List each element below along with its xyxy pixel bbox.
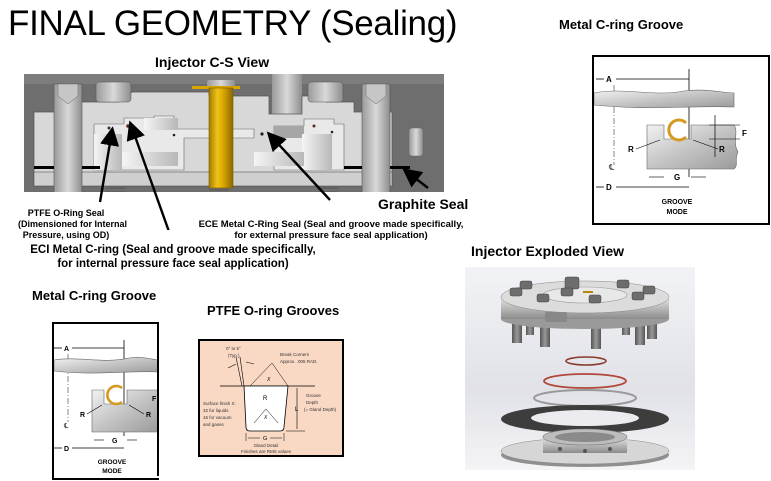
ptfe-gland-detail-figure: 0° to 5° (Typ.) Break Corners Approx. .0… <box>198 339 344 457</box>
groove-body-bottom <box>91 389 159 433</box>
dim-g-label: G <box>674 173 680 182</box>
metal-cring-groove-figure-bottom: A F R R ℄ G D GROOVE MODE <box>52 322 159 480</box>
brass-injector <box>208 87 234 189</box>
break-corners-line-2: Approx. .005 RAD. <box>280 359 318 364</box>
groove-depth-line-3: (= Gland Depth) <box>304 407 337 412</box>
mating-flange-bottom <box>54 357 159 374</box>
groove-figure-bottom-right-border <box>157 322 159 476</box>
exploded-view-figure <box>465 267 695 470</box>
dim-r-right-label: R <box>146 412 151 419</box>
metal-cring <box>533 389 637 407</box>
ptfe-oring-arrow <box>98 126 120 203</box>
dim-f-label: F <box>152 396 157 403</box>
ece-metal-cring-label: ECE Metal C-Ring Seal (Seal and groove m… <box>186 219 476 242</box>
graphite-seal <box>34 166 410 169</box>
metal-cring-groove-heading-top: Metal C-ring Groove <box>559 17 684 32</box>
ptfe-oring-grooves-heading: PTFE O-ring Grooves <box>207 303 340 318</box>
mating-flange-top <box>593 89 735 109</box>
metal-cring-groove-heading-bottom: Metal C-ring Groove <box>32 288 157 303</box>
eci-label-line-2: for internal pressure face seal applicat… <box>57 257 289 270</box>
graphite-seal-label: Graphite Seal <box>378 196 469 212</box>
angle-note-line-2: (Typ.) <box>228 353 240 358</box>
ptfe-oring-large <box>543 373 627 389</box>
dim-r-right-label: R <box>719 145 725 154</box>
break-corners-line-1: Break Corners <box>280 352 310 357</box>
gland-detail-diagram: 0° to 5° (Typ.) Break Corners Approx. .0… <box>203 346 337 454</box>
groove-diagram-bottom: A F R R ℄ G D GROOVE MODE <box>54 340 159 475</box>
ece-label-line-1: ECE Metal C-Ring Seal (Seal and groove m… <box>198 219 464 230</box>
c-ring-seal-top <box>667 118 688 142</box>
dim-d-label: D <box>606 183 612 192</box>
dim-a-label: A <box>606 75 612 84</box>
exploded-view-heading: Injector Exploded View <box>471 243 625 259</box>
graphite-seal-arrow <box>402 168 429 189</box>
slide-title: FINAL GEOMETRY (Sealing) <box>8 4 458 43</box>
surface-finish-line-1: Surface finish X: <box>203 401 236 406</box>
ptfe-label-line-1: PTFE O-Ring Seal <box>27 208 105 218</box>
caption-line-1: GROOVE <box>98 459 127 466</box>
ptfe-oring-small <box>565 356 607 366</box>
caption-line-2: MODE <box>102 468 122 475</box>
eci-label-line-1: ECI Metal C-ring (Seal and groove made s… <box>30 244 316 256</box>
surface-finish-line-2: 32 for liquids <box>203 408 229 413</box>
footer-line-2: Finishes are RMS values <box>241 449 292 454</box>
c-ring-seal-bottom <box>106 384 123 406</box>
finish-x-top: X <box>266 377 271 383</box>
centerline-symbol: ℄ <box>608 163 615 172</box>
leader-arrows <box>98 120 429 230</box>
dim-g-label: G <box>112 438 118 445</box>
ptfe-label-line-2: (Dimensioned for Internal <box>18 218 128 229</box>
metal-cring-groove-figure-top: A F R R ℄ G D GROOVE MODE <box>592 55 770 225</box>
gland-groove <box>243 385 289 432</box>
cross-section-heading: Injector C-S View <box>155 54 270 70</box>
dim-l-label: L <box>295 407 299 413</box>
eci-cring-arrow <box>126 120 170 230</box>
exploded-view-drawing <box>500 276 670 467</box>
dim-f-label: F <box>742 129 747 138</box>
centerline-symbol: ℄ <box>63 423 69 430</box>
footer-line-1: Gland Detail <box>254 443 279 448</box>
caption-line-2: MODE <box>667 209 688 216</box>
ece-cring-arrow <box>266 131 331 201</box>
dim-g-label: G <box>263 436 267 442</box>
groove-depth-line-1: Groove <box>306 393 321 398</box>
surface-finish-line-3: 16 for vacuum <box>203 415 232 420</box>
dim-d-label: D <box>64 446 69 453</box>
finish-x-bottom: X <box>263 415 268 421</box>
eci-metal-cring-label: ECI Metal C-ring (Seal and groove made s… <box>24 244 322 272</box>
ece-label-line-2: for external pressure face seal applicat… <box>234 230 428 242</box>
dim-r-left-label: R <box>628 145 634 154</box>
dim-r-left-label: R <box>80 412 85 419</box>
dim-r-label: R <box>263 396 268 402</box>
groove-diagram-top: A F R R ℄ G D GROOVE MODE <box>593 69 747 216</box>
ptfe-oring-seal-label: PTFE O-Ring Seal (Dimensioned for Intern… <box>18 208 128 240</box>
surface-finish-line-4: and gases <box>203 422 225 427</box>
angle-note-line-1: 0° to 5° <box>226 346 241 351</box>
dim-a-label: A <box>64 346 69 353</box>
caption-line-1: GROOVE <box>662 199 693 206</box>
groove-depth-line-2: Depth <box>306 400 319 405</box>
ptfe-label-line-3: Pressure, using OD) <box>22 229 110 240</box>
